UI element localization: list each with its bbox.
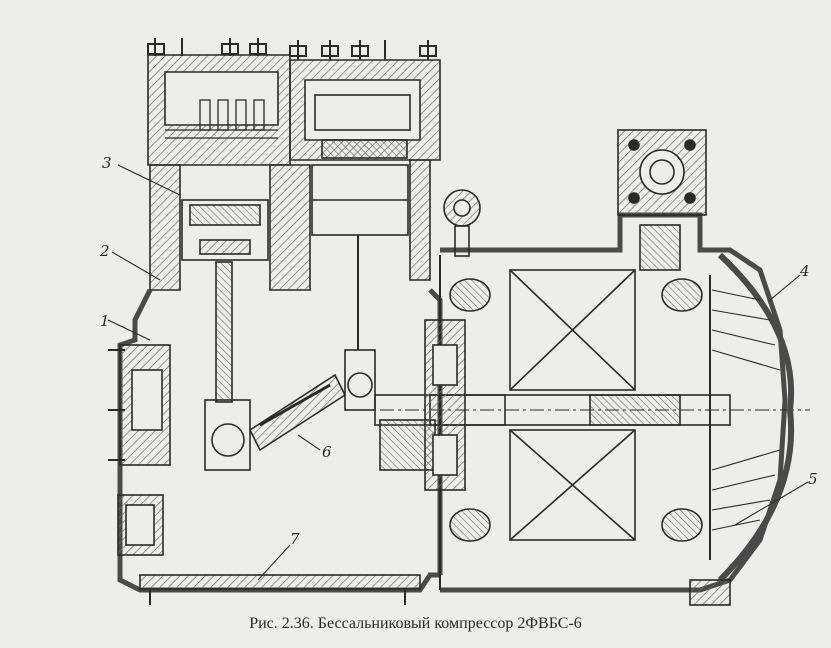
end-cover (689, 252, 795, 606)
part-label-3: 3 (102, 154, 112, 172)
cylinder-head (147, 38, 441, 166)
leader-lines (107, 164, 809, 581)
part-label-5: 5 (808, 470, 818, 488)
part-label-2: 2 (100, 242, 110, 260)
lifting-eye (443, 189, 481, 257)
cylinder-block (149, 159, 431, 291)
part-label-6: 6 (322, 443, 332, 461)
figure-caption: Рис. 2.36. Бессальниковый компрессор 2ФВ… (249, 615, 582, 632)
part-label-7: 7 (290, 530, 300, 548)
part-label-1: 1 (100, 312, 110, 330)
terminal-box (617, 129, 707, 271)
motor-housing (380, 212, 810, 593)
part-label-4: 4 (800, 262, 810, 280)
